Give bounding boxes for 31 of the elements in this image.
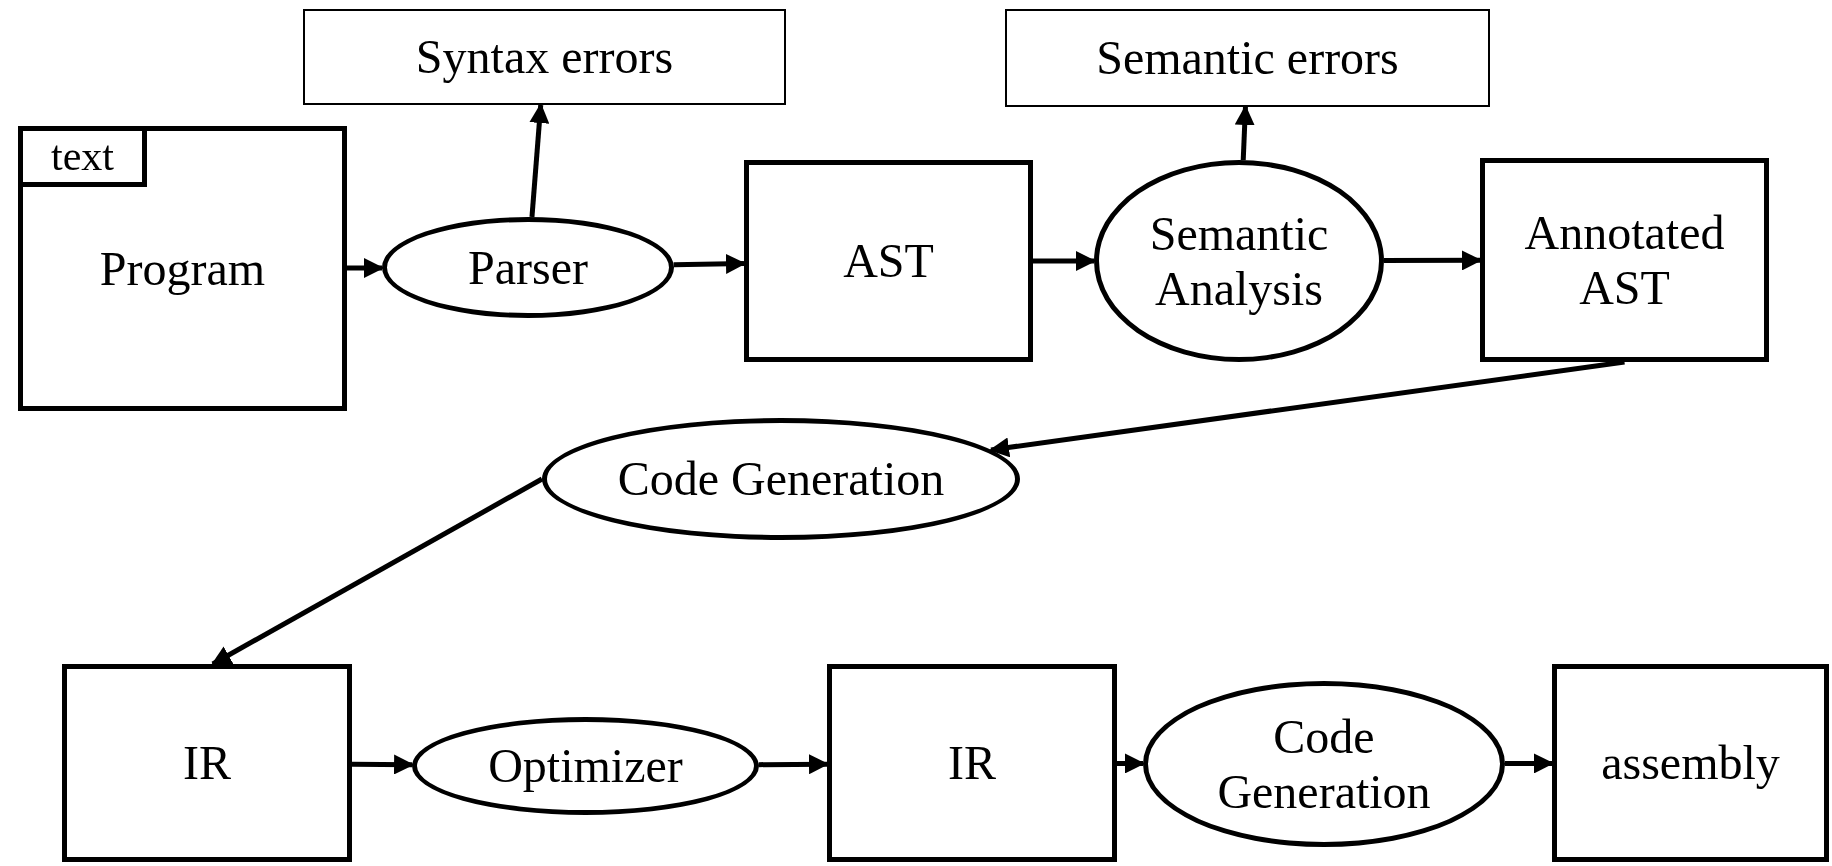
output-box <box>1005 9 1490 107</box>
node-label: Code Generation <box>1216 708 1432 820</box>
arrow <box>1234 105 1255 161</box>
data-box <box>18 126 347 411</box>
arrow <box>1384 250 1482 271</box>
arrow <box>673 253 746 274</box>
data-box <box>62 664 352 862</box>
node-label: Semantic Analysis <box>1148 205 1330 317</box>
data-box <box>1552 664 1829 862</box>
data-box <box>1480 158 1769 362</box>
node-label: IR <box>948 735 996 791</box>
node-label: IR <box>183 735 231 791</box>
arrow <box>529 103 550 218</box>
node-label: text <box>51 132 114 181</box>
output-box <box>303 9 786 105</box>
node-label: Annotated AST <box>1523 204 1726 316</box>
arrow <box>1117 753 1145 774</box>
node-label: Optimizer <box>488 738 683 794</box>
node-label: Semantic errors <box>1096 30 1399 86</box>
node-label: Program <box>99 240 266 297</box>
arrow <box>758 754 829 775</box>
data-box <box>744 160 1033 362</box>
arrow <box>347 257 384 278</box>
node-label: Code Generation <box>617 451 945 507</box>
node-label: Parser <box>468 239 588 296</box>
arrow <box>1033 251 1096 271</box>
node-label: assembly <box>1601 735 1780 791</box>
node-label: Syntax errors <box>415 29 674 85</box>
node-label: AST <box>843 233 934 289</box>
arrow <box>1505 753 1554 774</box>
data-box <box>827 664 1117 862</box>
